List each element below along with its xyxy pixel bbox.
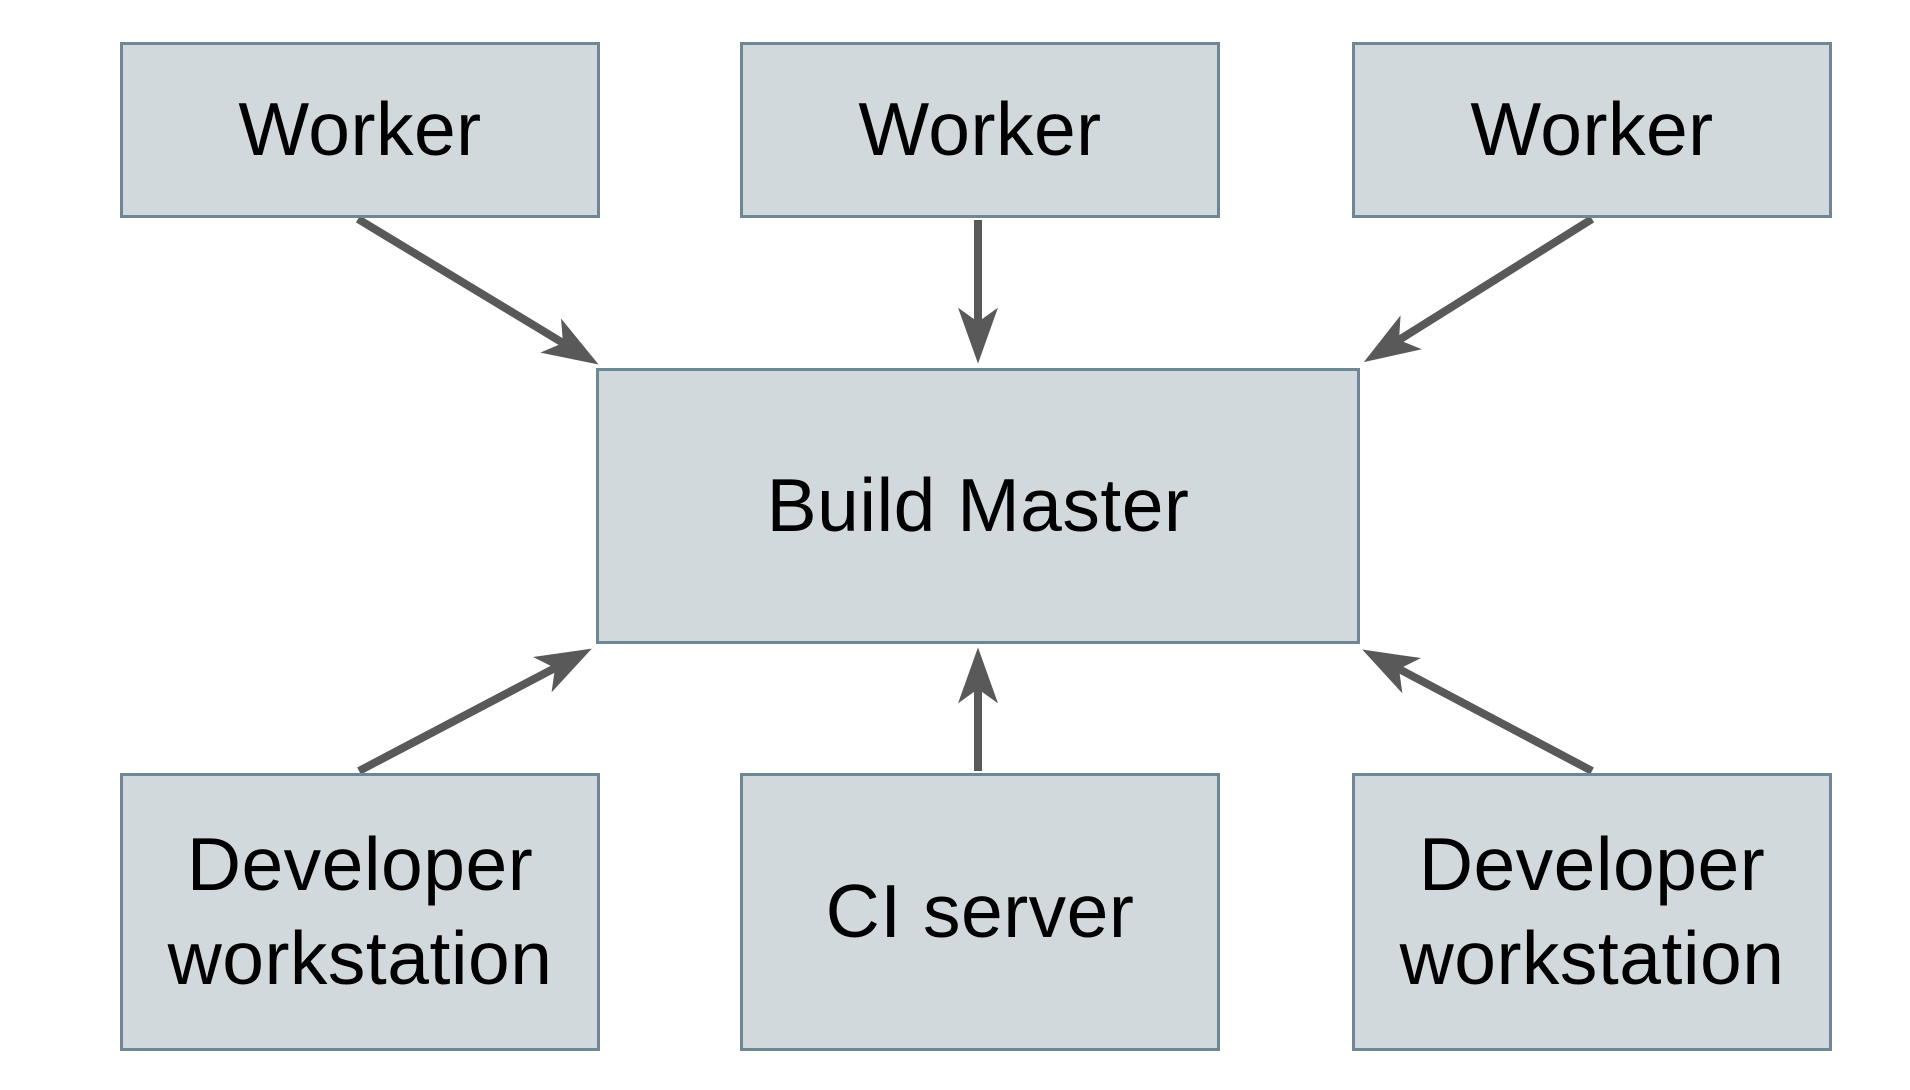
node-developer-workstation-right-label: Developer workstation — [1399, 822, 1785, 1000]
node-ci-server-label: CI server — [825, 869, 1135, 954]
node-worker-1: Worker — [120, 42, 600, 218]
node-developer-workstation-right: Developer workstation — [1352, 773, 1832, 1051]
node-worker-2-label: Worker — [858, 87, 1102, 172]
arrow-developer-workstation-left-to-build-master — [357, 648, 592, 775]
node-build-master-label: Build Master — [766, 463, 1190, 548]
node-worker-3: Worker — [1352, 42, 1832, 218]
node-worker-2: Worker — [740, 42, 1220, 218]
node-ci-server: CI server — [740, 773, 1220, 1051]
arrow-worker-1-to-build-master — [355, 215, 599, 365]
node-developer-workstation-left-label: Developer workstation — [167, 822, 553, 1000]
node-worker-1-label: Worker — [238, 87, 482, 172]
node-developer-workstation-left: Developer workstation — [120, 773, 600, 1051]
node-build-master: Build Master — [596, 368, 1360, 644]
arrow-developer-workstation-right-to-build-master — [1362, 649, 1594, 775]
arrow-worker-3-to-build-master — [1363, 215, 1595, 363]
node-worker-3-label: Worker — [1470, 87, 1714, 172]
